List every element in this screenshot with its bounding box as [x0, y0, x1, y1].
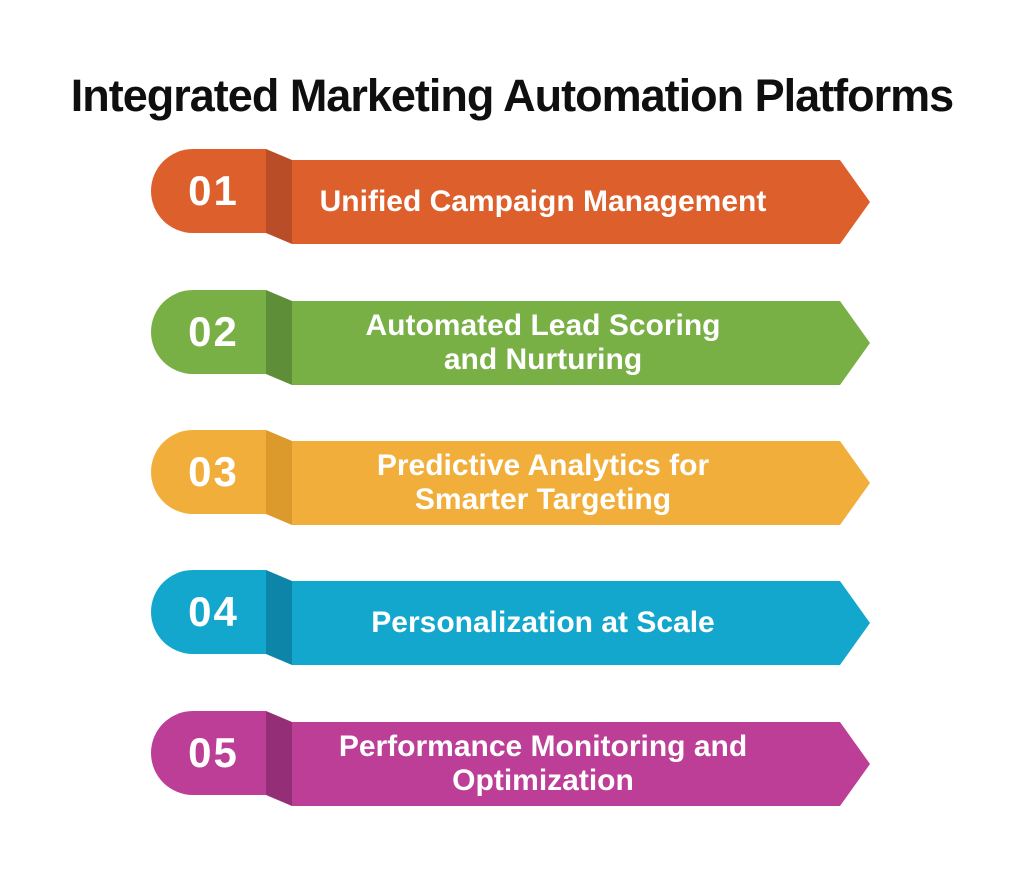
step-row-1: 01 Unified Campaign Management [151, 149, 870, 244]
step-label-line: Automated Lead Scoring [365, 308, 721, 342]
step-label-line: Performance Monitoring and [338, 729, 748, 763]
ribbon-banner: Performance Monitoring and Optimization [292, 722, 870, 806]
ribbon-fold [266, 711, 292, 806]
step-row-5: 05 Performance Monitoring and Optimizati… [151, 711, 870, 806]
step-label: Predictive Analytics for Smarter Targeti… [292, 441, 870, 525]
step-label-line: and Nurturing [443, 343, 643, 376]
ribbon-banner: Automated Lead Scoring and Nurturing [292, 301, 870, 385]
step-label: Unified Campaign Management [292, 160, 870, 244]
step-label: Automated Lead Scoring and Nurturing [292, 301, 870, 385]
step-number-pill: 02 [151, 290, 266, 374]
step-label-line: Predictive Analytics for [376, 448, 710, 482]
ribbon-fold [266, 149, 292, 244]
step-label: Personalization at Scale [292, 581, 870, 665]
ribbon-banner: Personalization at Scale [292, 581, 870, 665]
step-label: Performance Monitoring and Optimization [292, 722, 870, 806]
step-number-pill: 03 [151, 430, 266, 514]
step-row-3: 03 Predictive Analytics for Smarter Targ… [151, 430, 870, 525]
step-label-line: Personalization at Scale [371, 605, 715, 639]
step-row-4: 04 Personalization at Scale [151, 570, 870, 665]
step-number: 02 [188, 308, 239, 355]
step-number: 01 [188, 167, 239, 214]
step-number-pill: 04 [151, 570, 266, 654]
ribbon-fold [266, 290, 292, 385]
step-label-line: Smarter Targeting [414, 483, 672, 516]
ribbon-fold [266, 570, 292, 665]
step-number-pill: 05 [151, 711, 266, 795]
step-label-line: Optimization [452, 764, 634, 797]
ribbon-banner: Predictive Analytics for Smarter Targeti… [292, 441, 870, 525]
step-row-2: 02 Automated Lead Scoring and Nurturing [151, 290, 870, 385]
step-number: 04 [188, 588, 239, 635]
page-title: Integrated Marketing Automation Platform… [70, 70, 954, 122]
step-label-line: Unified Campaign Management [319, 184, 767, 218]
ribbon-banner: Unified Campaign Management [292, 160, 870, 244]
step-number-pill: 01 [151, 149, 266, 233]
step-number: 03 [188, 448, 239, 495]
step-number: 05 [188, 729, 239, 776]
ribbon-fold [266, 430, 292, 525]
